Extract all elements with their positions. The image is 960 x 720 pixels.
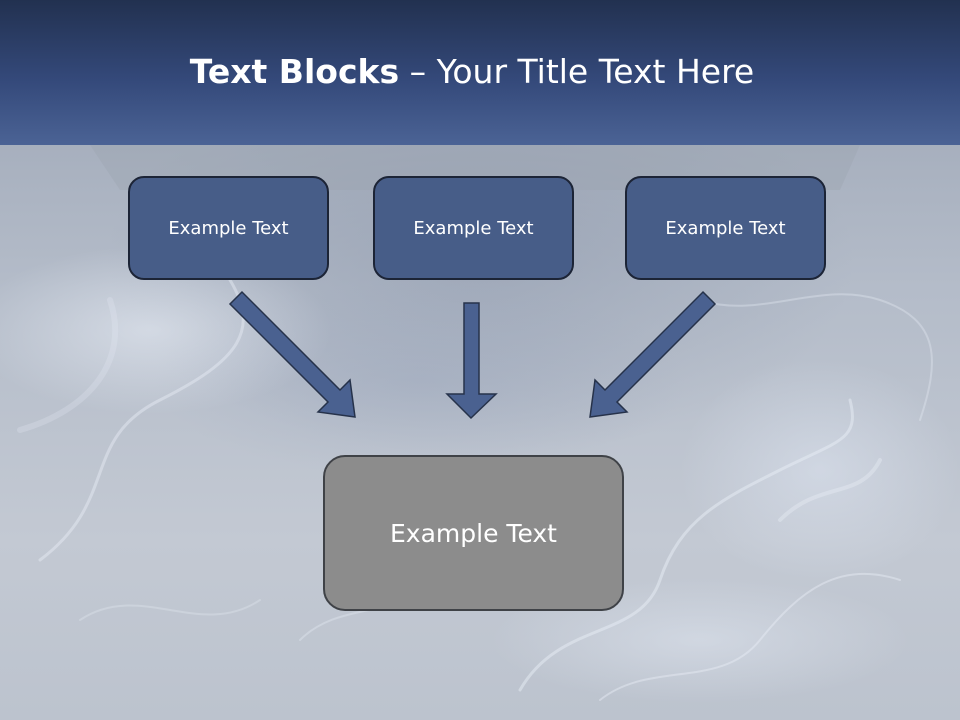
text-block-1: Example Text [128, 176, 329, 280]
header-bar [0, 0, 960, 145]
text-block-3: Example Text [625, 176, 826, 280]
text-block-2-label: Example Text [413, 217, 534, 239]
arrow-right-diagonal [589, 290, 717, 418]
arrow-center-down [445, 302, 498, 420]
title-bold: Text Blocks [189, 52, 400, 91]
result-block-label: Example Text [390, 518, 557, 548]
text-block-1-label: Example Text [168, 217, 289, 239]
text-block-2: Example Text [373, 176, 574, 280]
page-title: Text Blocks – Your Title Text Here [0, 52, 944, 91]
arrow-left-diagonal [228, 290, 356, 418]
result-block: Example Text [323, 455, 624, 611]
title-rest: Your Title Text Here [436, 52, 755, 91]
title-dash: – [399, 52, 437, 91]
text-block-3-label: Example Text [665, 217, 786, 239]
